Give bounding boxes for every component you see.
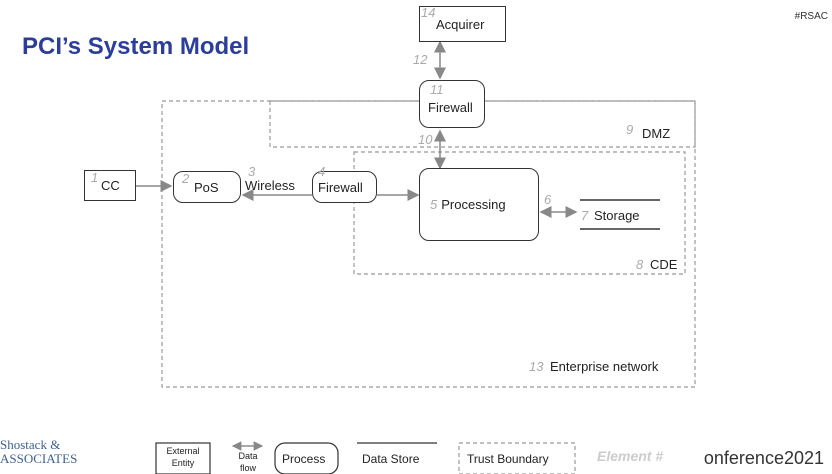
wireless-label: Wireless	[245, 178, 295, 193]
page-title: PCI’s System Model	[22, 33, 250, 60]
cc-label: CC	[101, 178, 120, 193]
cde-boundary	[353, 151, 686, 275]
pos-process[interactable]: PoS	[173, 171, 241, 203]
flow10-num: 10	[418, 132, 433, 147]
flow12-num: 12	[413, 52, 428, 67]
dmz-label: DMZ	[642, 126, 671, 141]
rsac-tag: #RSAC	[794, 11, 828, 22]
storage-label: Storage	[594, 208, 640, 223]
legend-trust-boundary: Trust Boundary	[467, 452, 549, 466]
enterprise-num: 13	[529, 359, 544, 374]
logo-text: Shostack & ASSOCIATES	[0, 437, 78, 466]
processing-process[interactable]: 5 Processing	[419, 168, 539, 241]
cc-num: 1	[91, 170, 99, 185]
processing-label: Processing	[441, 197, 506, 212]
cc-entity[interactable]: CC	[84, 170, 136, 201]
legend-element-num: Element #	[597, 448, 664, 464]
dmz-num: 9	[626, 122, 634, 137]
acquirer-label: Acquirer	[436, 16, 485, 32]
acquirer-num: 14	[421, 5, 436, 20]
firewall-top-num: 11	[430, 82, 444, 97]
acquirer-entity[interactable]: Acquirer	[419, 6, 506, 42]
pos-label: PoS	[194, 179, 219, 195]
flow6-num: 6	[544, 192, 552, 207]
wireless-num: 3	[248, 164, 256, 179]
footer-text: onference2021	[703, 448, 824, 468]
processing-num: 5	[430, 197, 438, 212]
cde-num: 8	[636, 257, 644, 272]
firewall-top-process[interactable]: Firewall	[419, 80, 485, 128]
storage-num: 7	[581, 208, 589, 223]
legend-external-entity: External Entity	[166, 446, 200, 468]
firewall-inner-process[interactable]: Firewall	[312, 171, 377, 203]
firewall-inner-num: 4	[318, 164, 326, 179]
firewall-top-label: Firewall	[428, 99, 473, 115]
legend-data-flow: Data flow	[238, 451, 258, 473]
cde-label: CDE	[650, 257, 678, 272]
legend-external-entity-shape	[155, 442, 211, 474]
shostack-logo: Shostack & ASSOCIATES	[0, 438, 80, 466]
pos-num: 2	[182, 171, 190, 186]
enterprise-label: Enterprise network	[550, 359, 659, 374]
legend-data-store: Data Store	[362, 452, 420, 466]
firewall-inner-label: Firewall	[318, 179, 363, 195]
legend-process-shape	[274, 442, 339, 474]
legend-process: Process	[282, 452, 326, 466]
legend-boundary-shape	[458, 442, 576, 474]
